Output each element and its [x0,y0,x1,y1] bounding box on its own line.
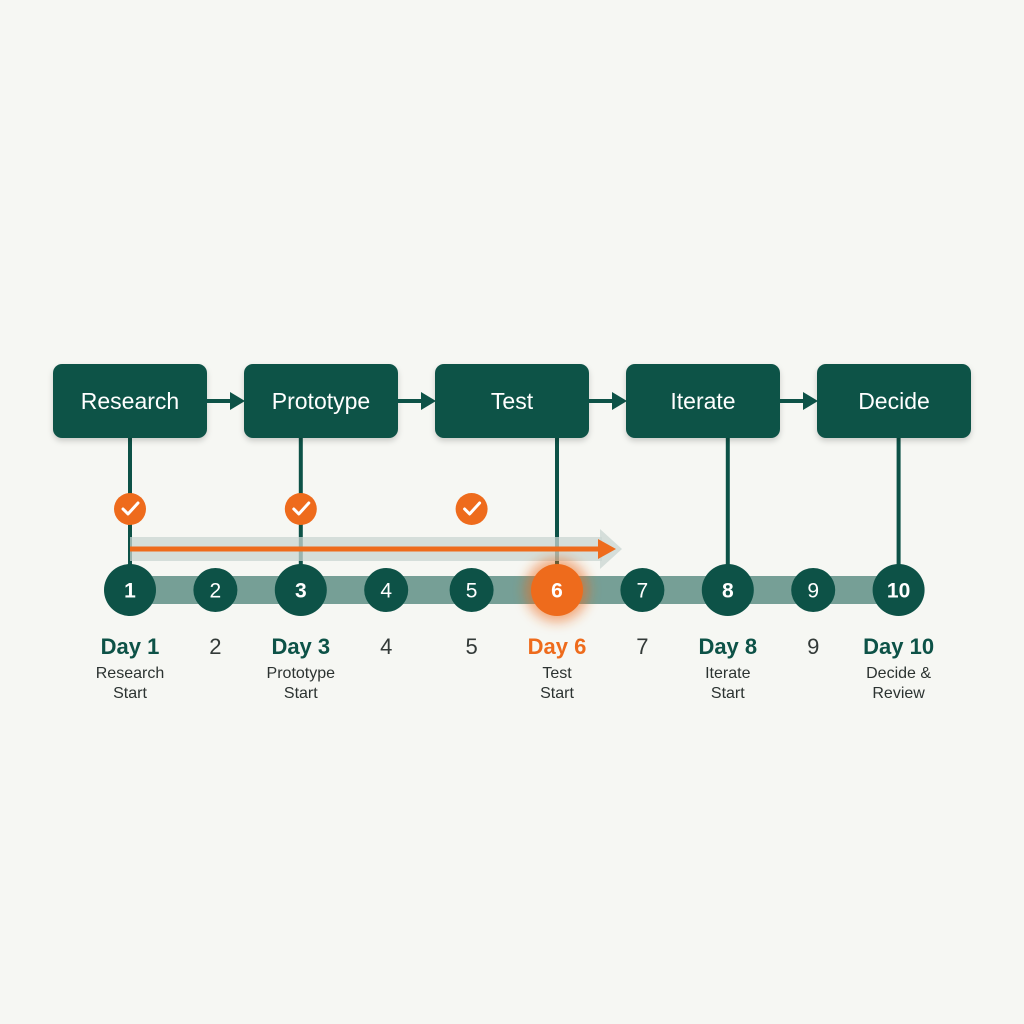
phase-label: Iterate [670,388,735,414]
phase-box-research: Research [53,364,207,438]
day-node-number: 1 [124,580,136,603]
day-sub-label: Start [284,685,318,702]
day-node-circle [872,564,925,616]
day-node-3: 3 [274,564,327,616]
day-sub-label: Research [96,665,164,682]
timeline-track [130,576,899,604]
day-node-number: 2 [210,580,222,603]
day-node-circle [104,564,156,616]
progress-arrow-head [598,539,616,559]
day-label: 4 [380,634,392,659]
day-node-circle [701,564,754,616]
day-node-circle [791,568,836,612]
day-node-circle [274,564,327,616]
day-node-6: 6 [525,558,589,622]
phase-layer: Research Prototype Test Iterate Decide [53,364,971,438]
check-icon-mark [121,501,140,516]
day-label: Day 10 [863,634,934,659]
day-label: Day 6 [528,634,587,659]
arrow-right-icon [589,392,627,410]
day-label: Day 3 [271,634,330,659]
check-icon-bg [455,493,488,525]
check-layer [114,493,488,525]
day-node-circle [531,564,583,616]
phase-box-bg [244,364,398,438]
day-node-7: 7 [620,568,665,612]
phase-arrow-head [421,392,436,410]
phase-box-iterate: Iterate [626,364,780,438]
day-node-number: 4 [380,580,392,603]
phase-box-decide: Decide [817,364,971,438]
day-node-2: 2 [193,568,238,612]
day-label: 5 [465,634,477,659]
day-node-number: 10 [887,580,910,603]
check-icon [455,493,488,525]
day-sub-label: Decide & [866,665,931,682]
day-sub-label: Start [540,685,574,702]
day-node-4: 4 [364,568,409,612]
check-icon-mark [292,501,311,516]
day-node-layer: 1 2 3 4 5 6 7 8 9 10 [104,558,925,622]
phase-arrow-head [803,392,818,410]
phase-label: Decide [858,388,930,414]
progress-layer [130,529,622,569]
day-label: 7 [636,634,648,659]
phase-box-prototype: Prototype [244,364,398,438]
day-sub-label: Start [711,685,745,702]
day-label: 2 [209,634,221,659]
day-node-circle [193,568,238,612]
arrow-right-icon [398,392,436,410]
day-node-circle [620,568,665,612]
check-icon-bg [284,493,317,525]
day-sub-label: Start [113,685,147,702]
phase-arrow-head [612,392,627,410]
day-sub-label: Prototype [267,665,336,682]
day-node-circle [449,568,494,612]
day-node-number: 6 [551,580,563,603]
phase-label: Test [491,388,534,414]
day-label: Day 1 [101,634,160,659]
phase-arrow-head [230,392,245,410]
day-sub-label: Iterate [705,665,750,682]
day-node-number: 5 [466,580,478,603]
day-node-number: 9 [807,580,819,603]
day-label: 9 [807,634,819,659]
check-icon [284,493,317,525]
day-node-10: 10 [872,564,925,616]
day-node-number: 3 [295,580,307,603]
day-node-number: 8 [722,580,734,603]
arrow-right-icon [207,392,245,410]
day-node-1: 1 [104,564,156,616]
phase-box-bg [817,364,971,438]
day-sub-label: Review [872,685,925,702]
day-node-number: 7 [637,580,649,603]
check-icon-mark [463,501,482,516]
phase-label: Research [81,388,179,414]
phase-box-bg [435,364,589,438]
day-node-circle [364,568,409,612]
check-icon-bg [114,493,146,525]
arrow-right-icon [780,392,818,410]
day-label: Day 8 [698,634,757,659]
phase-label: Prototype [272,388,370,414]
day-sub-label: Test [542,665,572,682]
timeline-track-layer [130,576,899,604]
phase-box-test: Test [435,364,589,438]
day-node-8: 8 [701,564,754,616]
phase-box-bg [626,364,780,438]
phase-box-bg [53,364,207,438]
day-node-9: 9 [791,568,836,612]
check-icon [114,493,146,525]
day-node-5: 5 [449,568,494,612]
